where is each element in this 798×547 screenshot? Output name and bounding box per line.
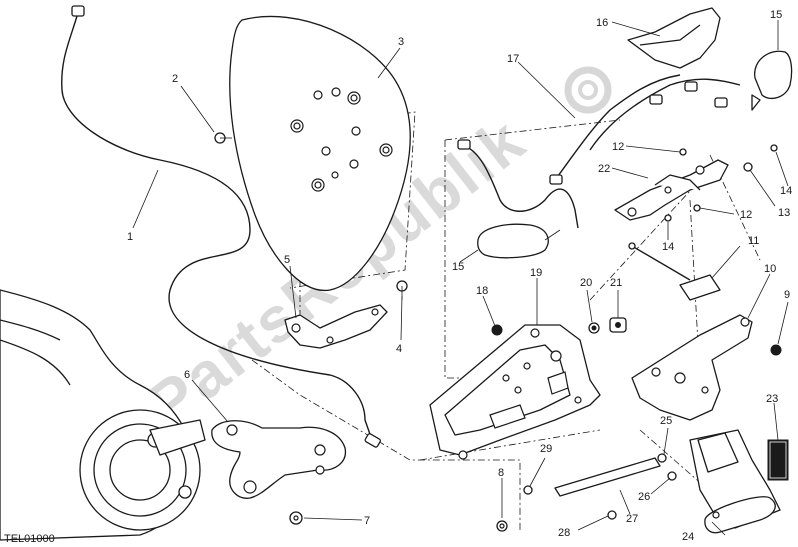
callout-28: 28 xyxy=(558,527,570,539)
part-17-harness xyxy=(457,74,741,229)
callout-23: 23 xyxy=(766,393,778,405)
part-8-screw xyxy=(496,520,508,532)
part-3-cover xyxy=(229,15,411,291)
callout-25: 25 xyxy=(660,415,672,427)
part-7-screw xyxy=(289,511,303,525)
part-19-plate-holder xyxy=(429,324,601,460)
swingarm-frame xyxy=(0,289,206,541)
callout-16: 16 xyxy=(596,17,608,29)
callout-18: 18 xyxy=(476,285,488,297)
callout-labels: 1 2 3 4 5 6 7 8 9 10 11 12 12 13 14 14 1… xyxy=(127,9,792,543)
drawing-code: TEL01000 xyxy=(4,533,55,545)
part-16-cover xyxy=(627,7,721,69)
part-18-nut xyxy=(491,324,503,336)
callout-9: 9 xyxy=(784,289,790,301)
part-15-lamp xyxy=(751,50,793,111)
part-6-bracket xyxy=(211,420,347,499)
callout-15a: 15 xyxy=(452,261,464,273)
part-28-29-fasteners xyxy=(523,485,617,520)
callout-10: 10 xyxy=(764,263,776,275)
callout-19: 19 xyxy=(530,267,542,279)
callout-24: 24 xyxy=(682,531,694,543)
callout-5: 5 xyxy=(284,254,290,266)
part-27-bar xyxy=(554,457,661,497)
part-20-washer xyxy=(588,322,600,334)
part-24-housing xyxy=(689,429,781,534)
part-2-screw xyxy=(214,132,232,144)
callout-11: 11 xyxy=(748,235,759,247)
part-15-lamp-b xyxy=(477,223,561,259)
callout-8: 8 xyxy=(498,467,504,479)
callout-12a: 12 xyxy=(612,141,624,153)
callout-14a: 14 xyxy=(780,185,792,197)
leader-lines xyxy=(132,20,789,536)
callout-1: 1 xyxy=(127,231,133,243)
part-25-26-screws xyxy=(657,453,677,481)
part-10-bracket xyxy=(631,314,753,421)
callout-4: 4 xyxy=(396,343,402,355)
callout-7: 7 xyxy=(364,515,370,527)
callout-26: 26 xyxy=(638,491,650,503)
part-11-switch xyxy=(628,242,721,301)
callout-6: 6 xyxy=(184,369,190,381)
callout-14b: 14 xyxy=(662,241,674,253)
callout-2: 2 xyxy=(172,73,178,85)
part-5-bracket xyxy=(284,304,388,349)
part-9-bolt xyxy=(770,344,782,356)
callout-29: 29 xyxy=(540,443,552,455)
part-22-bracket xyxy=(614,159,729,221)
part-21-spacer xyxy=(609,317,627,333)
callout-15b: 15 xyxy=(770,9,782,21)
callout-21: 21 xyxy=(610,277,622,289)
part-4-bolt xyxy=(396,280,408,300)
gear-logo xyxy=(564,66,612,114)
callout-22: 22 xyxy=(598,163,610,175)
callout-17: 17 xyxy=(507,53,519,65)
callout-12b: 12 xyxy=(740,209,752,221)
callout-27: 27 xyxy=(626,513,638,525)
part-1-cable xyxy=(61,5,381,448)
callout-13: 13 xyxy=(778,207,790,219)
part-23-reflector xyxy=(767,439,789,481)
callout-20: 20 xyxy=(580,277,592,289)
callout-3: 3 xyxy=(398,36,404,48)
